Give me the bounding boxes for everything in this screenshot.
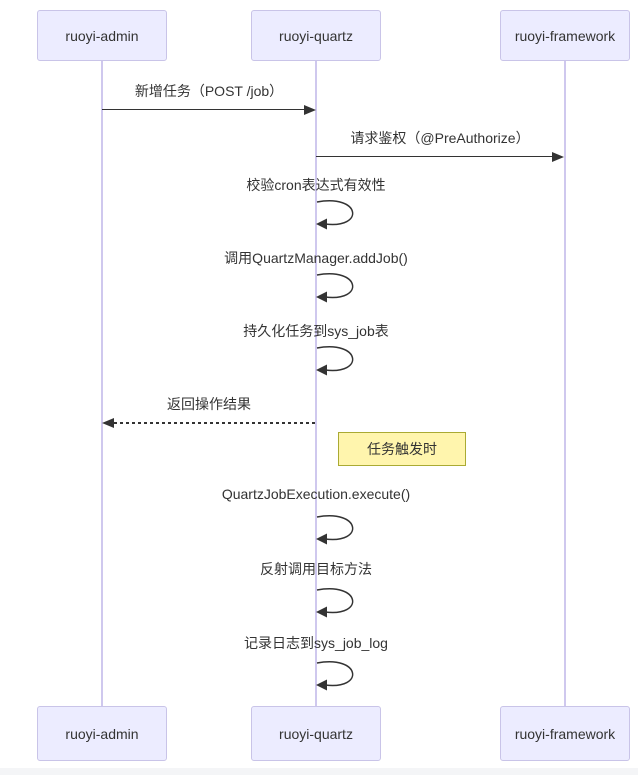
actor-bottom-ruoyi-quartz: ruoyi-quartz [251,706,381,761]
arrowhead-right-icon [304,105,316,115]
note-label: 任务触发时 [367,441,437,457]
lifeline-ruoyi-admin [101,61,103,706]
message-arrow-auth [316,156,553,157]
message-label-new-job: 新增任务（POST /job） [134,83,284,99]
message-label-log: 记录日志到sys_job_log [244,635,388,651]
arrowhead-left-icon [102,418,114,428]
actor-top-ruoyi-framework: ruoyi-framework [500,10,630,61]
message-arrow-return-result [114,422,316,424]
self-loop-arrow [316,346,354,376]
message-arrow-new-job [102,109,305,110]
self-loop-arrow [316,588,354,618]
actor-bottom-ruoyi-admin: ruoyi-admin [37,706,167,761]
message-label-reflect-invoke: 反射调用目标方法 [260,561,372,577]
note-task-trigger: 任务触发时 [338,432,466,466]
actor-label: ruoyi-admin [65,725,139,742]
lifeline-ruoyi-framework [564,61,566,706]
actor-label: ruoyi-admin [65,27,139,44]
actor-label: ruoyi-framework [514,725,616,742]
actor-label: ruoyi-quartz [279,725,353,742]
actor-top-ruoyi-quartz: ruoyi-quartz [251,10,381,61]
lifeline-ruoyi-quartz [315,61,317,706]
self-loop-arrow [316,661,354,691]
message-label-addjob: 调用QuartzManager.addJob() [224,250,408,266]
actor-label: ruoyi-framework [514,27,616,44]
message-label-return-result: 返回操作结果 [167,396,251,412]
message-label-validate-cron: 校验cron表达式有效性 [246,177,386,193]
self-loop-arrow [316,200,354,230]
actor-top-ruoyi-admin: ruoyi-admin [37,10,167,61]
message-label-persist-job: 持久化任务到sys_job表 [243,323,389,339]
self-loop-arrow [316,273,354,303]
actor-bottom-ruoyi-framework: ruoyi-framework [500,706,630,761]
message-label-auth: 请求鉴权（@PreAuthorize） [350,130,530,146]
arrowhead-right-icon [552,152,564,162]
actor-label: ruoyi-quartz [279,27,353,44]
self-loop-arrow [316,515,354,545]
page-background-strip [0,768,638,775]
message-label-execute: QuartzJobExecution.execute() [221,486,411,502]
